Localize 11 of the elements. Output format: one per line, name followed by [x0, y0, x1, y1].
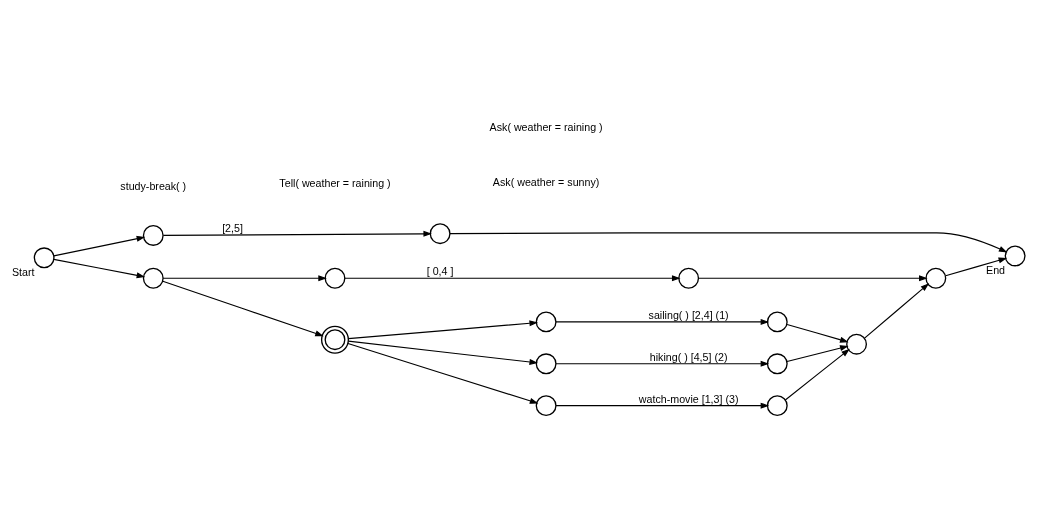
node-label: Start	[11, 265, 35, 278]
label: Ask( weather = sunny)	[492, 175, 600, 188]
edge-label: [ 0,4 ]	[426, 264, 454, 277]
edge-label: sailing( ) [2,4] (1)	[648, 308, 729, 321]
edge-label: [2,5]	[222, 221, 243, 234]
edge-label: watch-movie [1,3] (3)	[638, 392, 739, 405]
node-label: End	[986, 263, 1006, 276]
label: Ask( weather = raining )	[489, 120, 603, 133]
label: study-break( )	[120, 179, 187, 192]
edge-label: hiking( ) [4,5] (2)	[649, 350, 728, 363]
label: Tell( weather = raining )	[279, 176, 391, 189]
